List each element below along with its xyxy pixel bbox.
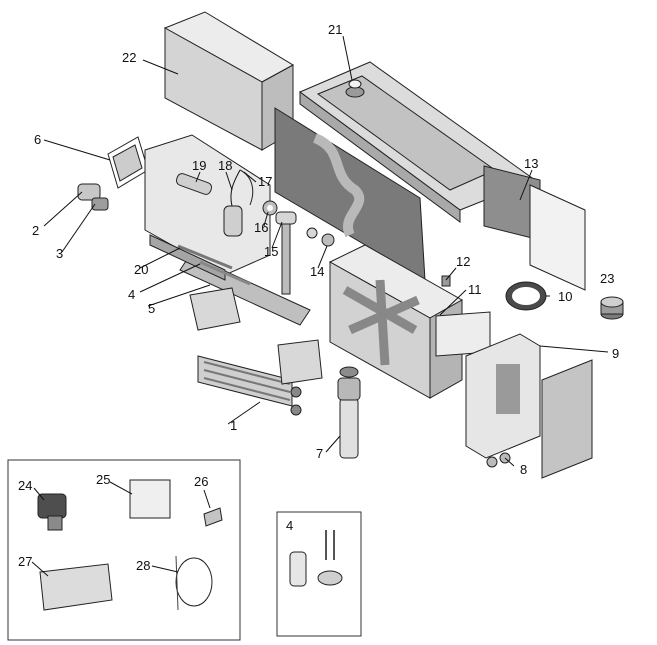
part-13-side-panel [483,165,586,291]
part-28-cable-ring [175,555,213,611]
callout-27: 27 [18,554,32,569]
callout-1: 1 [230,418,237,433]
callout-8: 8 [520,462,527,477]
leader-lines [31,35,609,577]
callout-18: 18 [218,158,232,173]
callout-17: 17 [258,174,272,189]
callout-2: 2 [32,223,39,238]
part-5-rod [199,260,251,286]
part-9-control-board [465,333,541,459]
part-6-gasket [107,136,149,189]
part-18-sensor [223,169,243,237]
part-3-fitting [91,197,109,211]
callout-16: 16 [254,220,268,235]
callout-26: 26 [194,474,208,489]
callout-28: 28 [136,558,150,573]
callout-7: 7 [316,446,323,461]
part-10-gasket-ring [505,281,547,311]
callout-21: 21 [328,22,342,37]
callout-3: 3 [56,246,63,261]
inset-box-kit-4 [276,511,362,637]
callout-6: 6 [34,132,41,147]
callout-12: 12 [456,254,470,269]
part-24-solenoid-valve [37,493,67,531]
callout-22: 22 [122,50,136,65]
inset-box-accessories [7,459,241,641]
callout-23: 23 [600,271,614,286]
board-cover-panel [541,359,593,479]
part-16-ring [262,200,278,216]
part-14-nut [306,227,335,247]
part-19-pipe [175,173,213,195]
callout-4: 4 [128,287,135,302]
callout-19: 19 [192,158,206,173]
part-1-heating-elements [197,355,302,416]
callout-25: 25 [96,472,110,487]
part-27-box [39,563,113,611]
part-17-bracket [239,169,254,206]
callout-15: 15 [264,244,278,259]
callout-24: 24 [18,478,32,493]
part-26-clip [203,507,223,527]
frame-chassis [144,134,311,326]
callout-11: 11 [468,282,482,297]
mounting-bracket [189,287,241,331]
callout-labels: 1 2 3 4 5 6 7 8 9 10 11 12 13 14 15 16 1… [18,22,619,573]
callout-9: 9 [612,346,619,361]
part-2-fitting [77,183,101,201]
callout-5: 5 [148,301,155,316]
part-15-tube [275,211,297,295]
part-7-cartridge [337,366,361,459]
callout-14: 14 [310,264,324,279]
part-22-cover [163,11,295,151]
part-20-rod [177,244,233,270]
part-25-cover [129,479,171,519]
part-21-top-tray [299,61,537,223]
callout-10: 10 [558,289,572,304]
callout-4-kit: 4 [286,518,293,533]
part-23-cap [600,296,624,320]
part-12-clip [441,275,451,287]
heater-bracket [277,339,323,385]
callout-13: 13 [524,156,538,171]
callout-20: 20 [134,262,148,277]
